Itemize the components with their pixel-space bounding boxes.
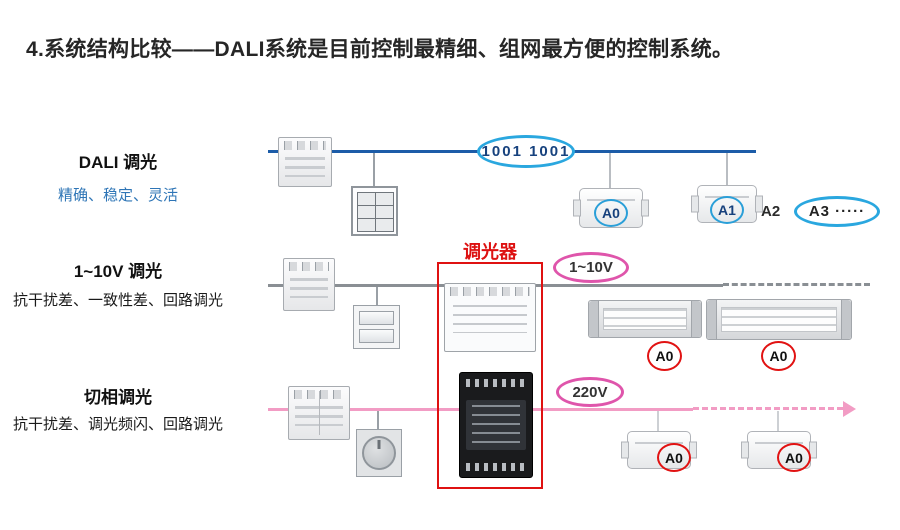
ballast-1 bbox=[588, 300, 702, 338]
driver-2-drop-line bbox=[777, 411, 779, 432]
label-text-lines bbox=[472, 405, 520, 445]
housing-ridges bbox=[453, 305, 527, 333]
ballast-label-strip bbox=[721, 307, 837, 332]
analog-bus-line-dashed bbox=[723, 283, 870, 286]
row-label-phase-cut: 切相调光 bbox=[84, 388, 152, 407]
address-badge-a1: A1 bbox=[710, 196, 744, 224]
phase-relay-module bbox=[288, 386, 350, 440]
keypad-drop-line bbox=[373, 153, 375, 187]
driver-seam bbox=[755, 442, 803, 444]
analog-dimmer-module bbox=[444, 283, 536, 352]
address-label-a2: A2 bbox=[761, 203, 781, 220]
page-title: 4.系统结构比较——DALI系统是目前控制最精细、组网最方便的控制系统。 bbox=[26, 38, 734, 61]
vent-lines bbox=[285, 157, 325, 177]
rotary-dimmer-knob bbox=[356, 429, 402, 477]
dimmer-highlight-box bbox=[437, 262, 543, 489]
phase-bus-line-dashed bbox=[693, 407, 843, 410]
address-oval-a3: A3 ····· bbox=[794, 196, 880, 227]
row-label-dali: DALI 调光 bbox=[78, 153, 158, 172]
terminal-strip bbox=[284, 141, 326, 150]
terminal-strip bbox=[466, 379, 526, 387]
driver-seam bbox=[635, 442, 683, 444]
row-sublabel-phase-cut: 抗干扰差、调光频闪、回路调光 bbox=[12, 416, 223, 433]
switch-rocker-top bbox=[359, 311, 394, 325]
dali-signal-oval: 1001 1001 bbox=[477, 135, 575, 168]
terminal-strip bbox=[466, 463, 526, 471]
address-badge-a0-phase-1: A0 bbox=[657, 443, 691, 472]
terminal-strip bbox=[450, 287, 530, 296]
row-sublabel-dali: 精确、稳定、灵活 bbox=[57, 187, 178, 204]
address-badge-a0: A0 bbox=[594, 199, 628, 227]
label-band bbox=[466, 400, 526, 450]
row-sublabel-1-10v: 抗干扰差、一致性差、回路调光 bbox=[12, 292, 223, 309]
address-badge-a0-ballast-2: A0 bbox=[761, 341, 796, 371]
ballast-2 bbox=[706, 299, 852, 340]
phase-bus-arrowhead-icon bbox=[843, 401, 856, 417]
analog-power-module bbox=[283, 258, 335, 311]
terminal-strip bbox=[289, 262, 329, 271]
keypad-button-grid bbox=[357, 192, 394, 232]
dali-control-keypad bbox=[351, 186, 398, 236]
switch-rocker-bottom bbox=[359, 329, 394, 343]
mains-voltage-oval: 220V bbox=[556, 377, 624, 407]
driver-a0-drop-line bbox=[609, 153, 611, 189]
switch-drop-line bbox=[376, 287, 378, 306]
phase-dimmer-unit bbox=[459, 372, 533, 478]
vent-lines bbox=[290, 278, 328, 298]
driver-a1-drop-line bbox=[726, 153, 728, 186]
knob-drop-line bbox=[377, 411, 379, 430]
wall-switch bbox=[353, 305, 400, 349]
driver-1-drop-line bbox=[657, 411, 659, 432]
dali-power-supply-module bbox=[278, 137, 332, 187]
dimmer-annotation-label: 调光器 bbox=[463, 242, 517, 262]
address-badge-a0-ballast-1: A0 bbox=[647, 341, 682, 371]
analog-signal-oval: 1~10V bbox=[553, 252, 629, 283]
ballast-label-strip bbox=[603, 308, 687, 330]
knob-dial bbox=[362, 436, 396, 470]
module-divider bbox=[319, 391, 320, 435]
row-label-1-10v: 1~10V 调光 bbox=[73, 262, 163, 281]
address-badge-a0-phase-2: A0 bbox=[777, 443, 811, 472]
